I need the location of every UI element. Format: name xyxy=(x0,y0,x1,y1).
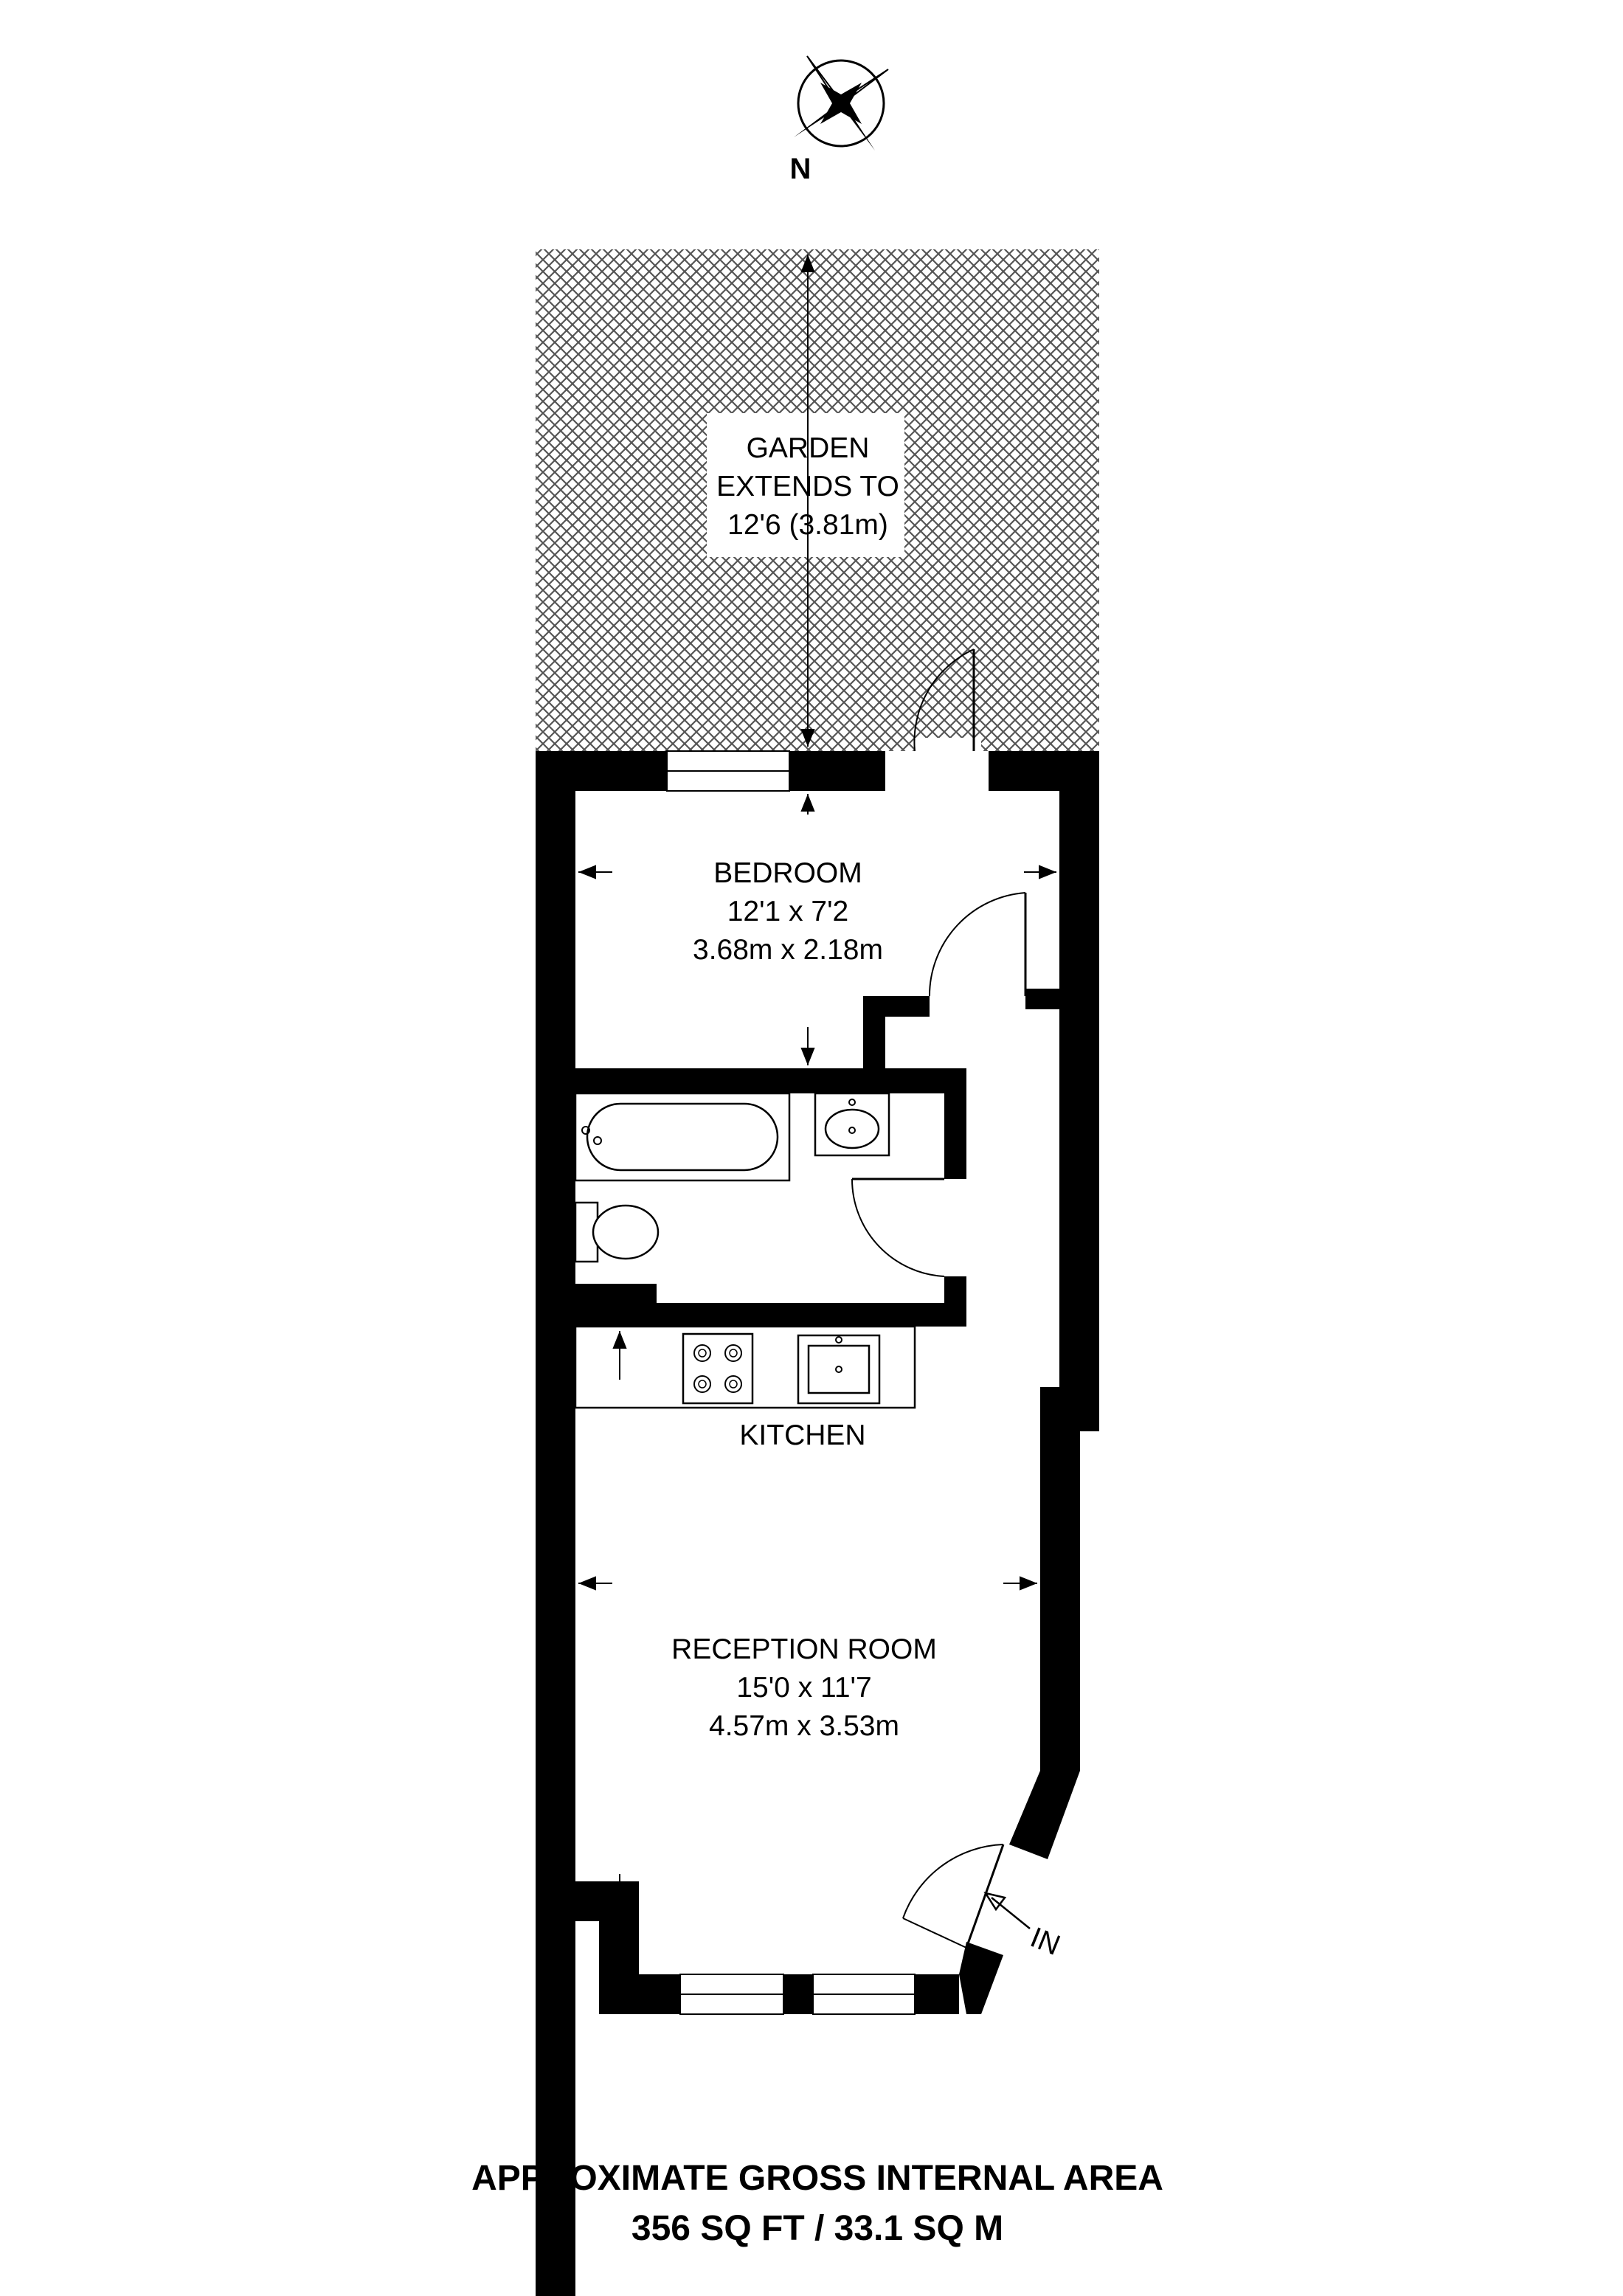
bathroom-door xyxy=(851,1178,945,1277)
hob-icon xyxy=(682,1332,754,1405)
kitchen-name: KITCHEN xyxy=(739,1420,865,1451)
dimension-arrows xyxy=(578,794,1056,1915)
sink-icon xyxy=(797,1334,881,1405)
walls xyxy=(536,751,1099,2296)
bedroom-name: BEDROOM xyxy=(713,857,862,889)
bedroom-metric: 3.68m x 2.18m xyxy=(693,934,883,966)
compass-north-label: N xyxy=(790,153,812,185)
windows xyxy=(666,750,916,2015)
area-value: 356 SQ FT / 33.1 SQ M xyxy=(631,2209,1003,2248)
garden-door xyxy=(913,649,981,767)
entrance-label: IN xyxy=(1026,1921,1065,1961)
toilet-icon xyxy=(574,1201,660,1263)
entrance-door xyxy=(902,1844,1005,1949)
entrance-arrow-icon xyxy=(983,1892,1031,1929)
bathtub-icon xyxy=(574,1092,791,1182)
bedroom-door xyxy=(928,892,1027,997)
basin-icon xyxy=(814,1092,890,1157)
reception-name: RECEPTION ROOM xyxy=(671,1633,937,1665)
bedroom-imperial: 12'1 x 7'2 xyxy=(727,896,849,927)
compass-rose-icon xyxy=(794,55,889,151)
internal-walls xyxy=(575,989,1059,1327)
area-title: APPROXIMATE GROSS INTERNAL AREA xyxy=(471,2159,1163,2198)
reception-metric: 4.57m x 3.53m xyxy=(709,1710,899,1742)
reception-imperial: 15'0 x 11'7 xyxy=(736,1672,871,1704)
